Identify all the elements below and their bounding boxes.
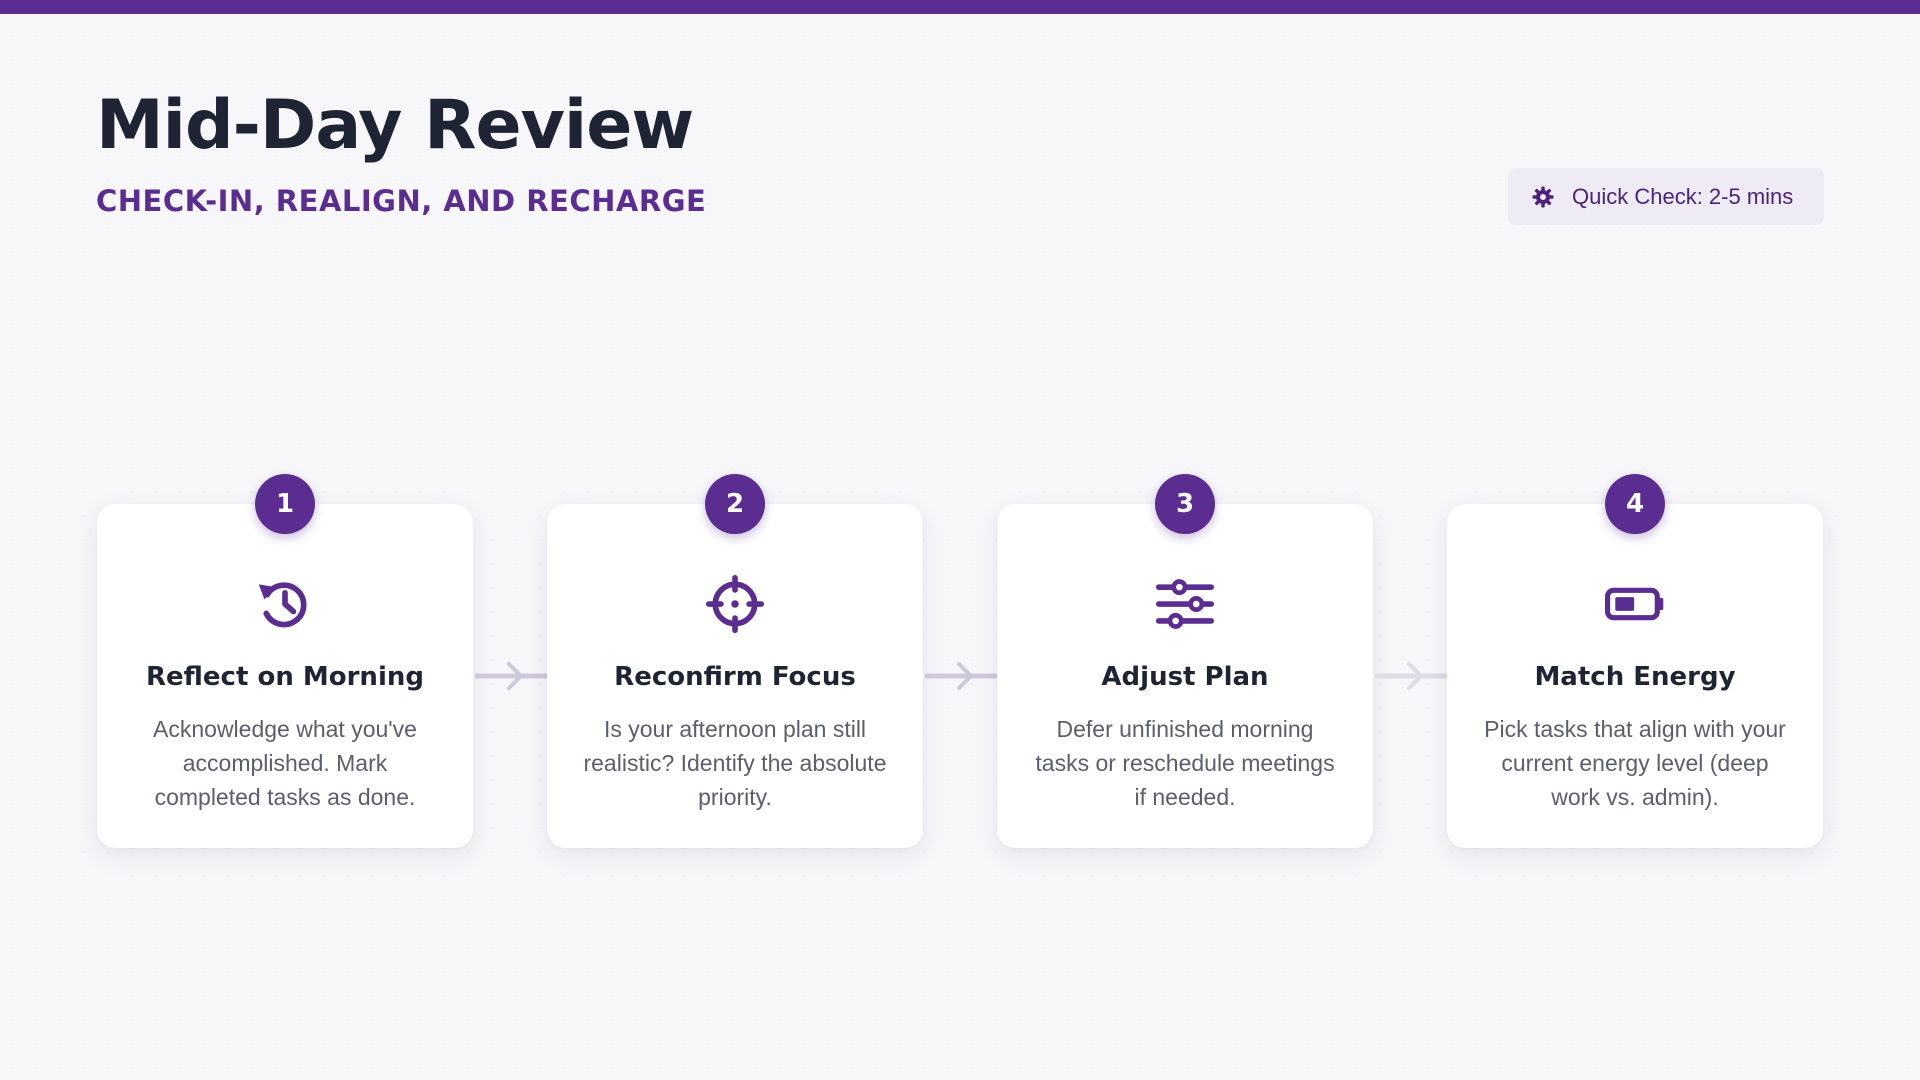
page-title: Mid-Day Review [96, 86, 694, 165]
step-title: Match Energy [1534, 662, 1736, 692]
page-subtitle: CHECK-IN, REALIGN, AND RECHARGE [96, 184, 707, 218]
step-card-1: 1 Reflect on Morning Acknowledge what yo… [97, 474, 473, 848]
step-connector-arrow [475, 662, 547, 690]
step-card-3: 3 Adjust Plan Defer unfinished morning t… [997, 474, 1373, 848]
step-number-badge: 4 [1605, 474, 1665, 534]
step-title: Reconfirm Focus [614, 662, 856, 692]
step-title: Adjust Plan [1101, 662, 1269, 692]
step-description: Defer unfinished morning tasks or resche… [1035, 716, 1335, 810]
step-number-badge: 2 [705, 474, 765, 534]
step-card-2: 2 Reconfirm Focus Is your afternoon plan… [547, 474, 923, 848]
crosshairs-icon [705, 574, 765, 634]
quick-check-badge: Quick Check: 2-5 mins [1508, 168, 1824, 225]
step-description: Is your afternoon plan still realistic? … [583, 716, 887, 810]
battery-half-icon [1605, 574, 1665, 634]
step-card-4: 4 Match Energy Pick tasks that align wit… [1447, 474, 1823, 848]
step-number-badge: 1 [255, 474, 315, 534]
step-connector-arrow [925, 662, 997, 690]
step-description: Pick tasks that align with your current … [1484, 716, 1786, 810]
step-description: Acknowledge what you've accomplished. Ma… [153, 716, 417, 810]
gear-icon [1530, 184, 1556, 210]
history-icon [255, 574, 315, 634]
step-title: Reflect on Morning [146, 662, 424, 692]
sliders-icon [1155, 574, 1215, 634]
quick-check-label: Quick Check: 2-5 mins [1572, 183, 1794, 209]
top-accent-bar [0, 0, 1920, 14]
step-number-badge: 3 [1155, 474, 1215, 534]
step-connector-arrow [1375, 662, 1447, 690]
